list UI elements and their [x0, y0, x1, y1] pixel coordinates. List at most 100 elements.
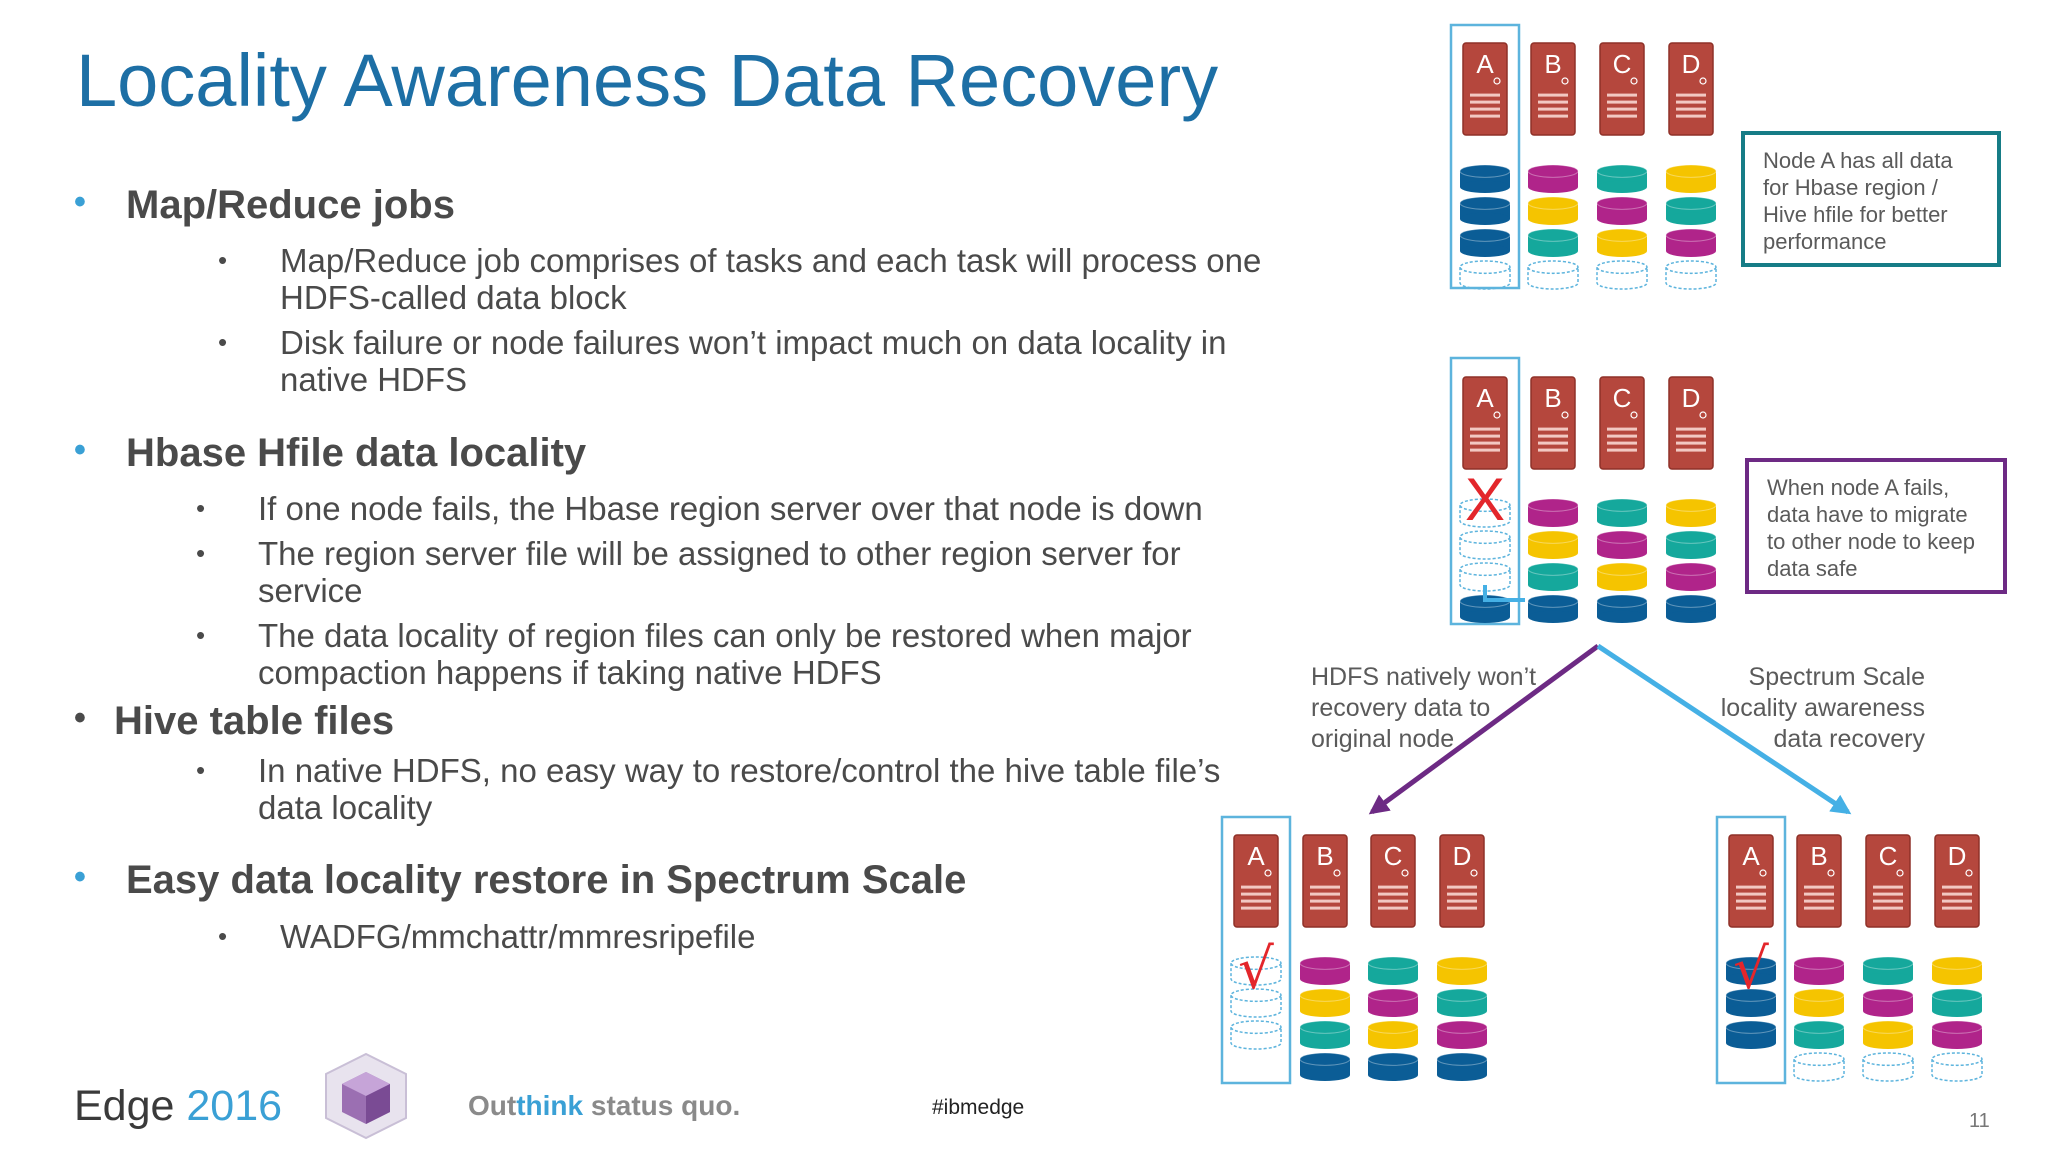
- server-vent: [1470, 114, 1500, 118]
- disk-top: [1665, 498, 1717, 512]
- data-block-yellow: [1367, 1020, 1419, 1049]
- data-block-yellow: [1596, 562, 1648, 592]
- server-body: [1599, 376, 1645, 470]
- disk-bottom: [1666, 244, 1716, 257]
- disk-outline: [1596, 267, 1648, 290]
- data-block-yellow: [1931, 956, 1983, 986]
- disk-side: [1932, 1027, 1982, 1043]
- disk-top: [1367, 1052, 1419, 1066]
- server-vent: [1607, 93, 1637, 97]
- empty-block-slot: [1459, 562, 1511, 592]
- bullet-heading-hive: • Hive table files: [74, 699, 395, 743]
- disk-bottom: [1726, 1004, 1776, 1018]
- server-label: C: [1384, 841, 1403, 871]
- disk-bottom: [1932, 1036, 1982, 1049]
- disk-top-outline: [1793, 1052, 1845, 1067]
- server-node-b: B: [1530, 42, 1576, 136]
- server-body: [1796, 834, 1842, 928]
- server-vent: [1607, 434, 1637, 438]
- disk-bottom: [1726, 1036, 1776, 1049]
- data-block-blue: [1459, 196, 1511, 225]
- disk-bottom: [1666, 546, 1716, 560]
- disk-side: [1597, 235, 1647, 251]
- server-vent: [1538, 434, 1568, 438]
- server-body: [1728, 834, 1774, 928]
- server-led-icon: [1827, 869, 1835, 877]
- disk-top: [1459, 594, 1511, 608]
- server-led-icon: [1470, 869, 1478, 877]
- disk-side: [1597, 203, 1647, 219]
- disk-top-outline: [1230, 1020, 1282, 1035]
- disk-top-outline: [1459, 562, 1511, 577]
- server-vent: [1378, 899, 1408, 903]
- disk-outline: [1862, 1059, 1914, 1082]
- disk-bottom: [1300, 1036, 1350, 1049]
- disk-top: [1793, 956, 1845, 970]
- edge-logo: Edge 2016: [74, 1082, 283, 1130]
- server-label: A: [1247, 841, 1265, 871]
- server-label: B: [1544, 49, 1561, 79]
- bullet-heading-mapreduce: • Map/Reduce jobs: [74, 183, 455, 227]
- server-body: [1668, 42, 1714, 136]
- server-vent: [1378, 885, 1408, 889]
- disk-top: [1527, 562, 1579, 576]
- server-vent: [1447, 906, 1477, 910]
- server-vent: [1676, 114, 1706, 118]
- disk-top: [1596, 498, 1648, 512]
- server-node-d: D: [1668, 42, 1714, 136]
- server-led-icon: [1264, 869, 1272, 877]
- server-body: [1668, 376, 1714, 470]
- disk-top-outline: [1665, 260, 1717, 275]
- empty-block-slot: [1230, 956, 1282, 986]
- disk-top: [1862, 1020, 1914, 1034]
- server-vent: [1736, 906, 1766, 910]
- server-label: B: [1316, 841, 1333, 871]
- server-body: [1934, 834, 1980, 928]
- disk-bottom: [1794, 972, 1844, 986]
- disk-bottom: [1597, 610, 1647, 624]
- server-led-icon: [1401, 869, 1409, 877]
- empty-block-slot: [1862, 1052, 1914, 1082]
- disk-bottom: [1794, 1004, 1844, 1018]
- server-label: C: [1613, 383, 1632, 413]
- server-vent: [1804, 885, 1834, 889]
- data-block-blue: [1527, 594, 1579, 624]
- disk-bottom: [1528, 244, 1578, 257]
- diagram-initial-node-a-highlight: [1449, 23, 1521, 290]
- disk-side: [1437, 1059, 1487, 1075]
- migration-connector: [1483, 585, 1525, 602]
- disk-bottom: [1597, 514, 1647, 528]
- data-block-magenta: [1436, 1020, 1488, 1049]
- server-vent: [1538, 100, 1568, 104]
- disk-top: [1931, 988, 1983, 1002]
- empty-block-slot: [1793, 1052, 1845, 1082]
- server-vent: [1873, 906, 1903, 910]
- data-block-teal: [1665, 196, 1717, 225]
- server-body: [1462, 376, 1508, 470]
- disk-bottom: [1460, 180, 1510, 193]
- disk-side: [1726, 963, 1776, 979]
- disk-outline: [1931, 1059, 1983, 1082]
- data-block-magenta: [1527, 498, 1579, 528]
- disk-side: [1528, 203, 1578, 219]
- server-vent: [1942, 885, 1972, 889]
- server-vent: [1241, 899, 1271, 903]
- server-vent: [1607, 114, 1637, 118]
- disk-top: [1527, 530, 1579, 544]
- disk-top: [1527, 594, 1579, 608]
- data-block-blue: [1459, 164, 1511, 193]
- server-vent: [1538, 448, 1568, 452]
- empty-block-slot: [1459, 498, 1511, 528]
- server-vent: [1447, 899, 1477, 903]
- disk-side: [1863, 1027, 1913, 1043]
- server-vent: [1538, 441, 1568, 445]
- disk-top: [1665, 228, 1717, 242]
- server-label: D: [1948, 841, 1967, 871]
- disk-side: [1300, 995, 1350, 1011]
- disk-side: [1528, 601, 1578, 617]
- disk-top-outline: [1230, 956, 1282, 971]
- disk-side: [1368, 995, 1418, 1011]
- data-block-teal: [1299, 1020, 1351, 1049]
- server-body: [1462, 42, 1508, 136]
- disk-side: [1437, 963, 1487, 979]
